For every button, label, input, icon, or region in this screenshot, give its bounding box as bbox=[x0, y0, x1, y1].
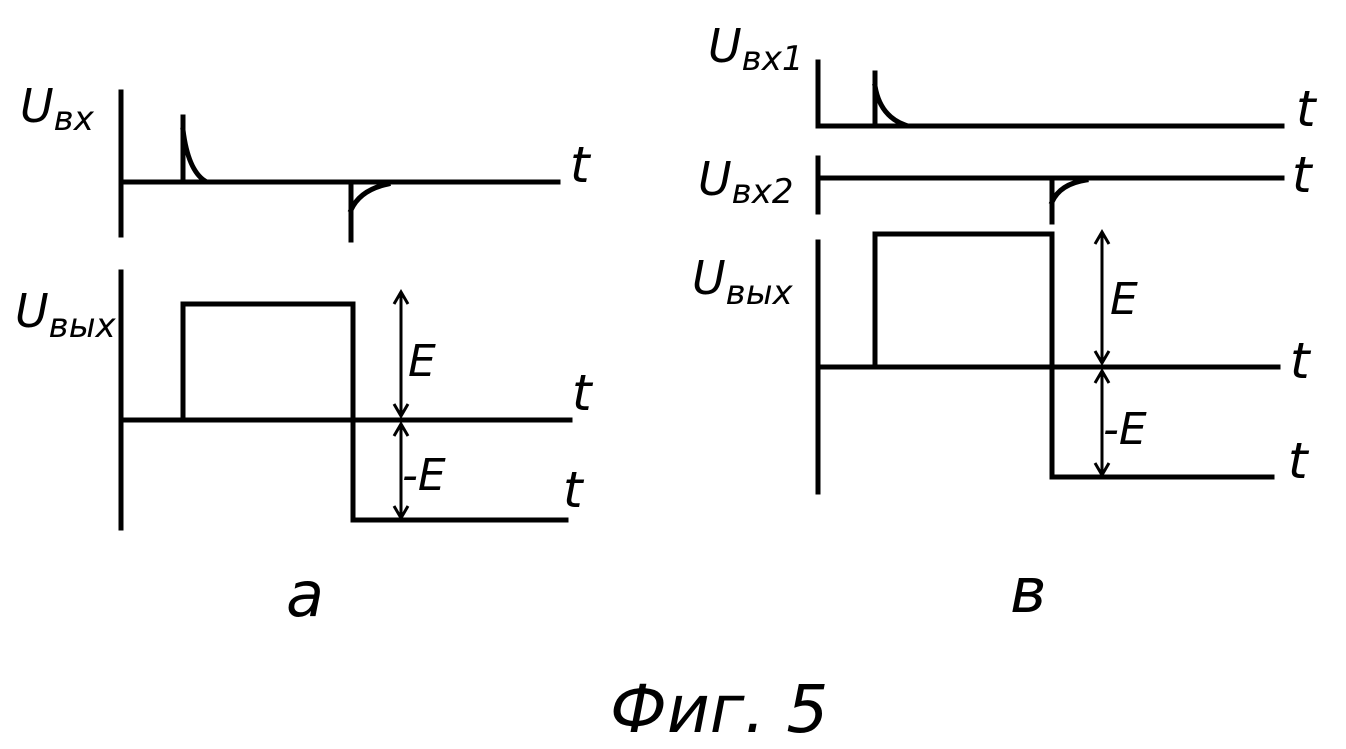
panel-a-input-t-label: t bbox=[570, 136, 592, 194]
panel-b-e-arrows bbox=[1093, 229, 1111, 478]
panel-a-positive-spike bbox=[180, 114, 209, 185]
panel-a-output-pulse bbox=[180, 301, 569, 523]
panel-a: Uвх t Uвых t t E -E а bbox=[15, 79, 594, 631]
panel-b-neg-t-label: t bbox=[1288, 432, 1310, 490]
panel-b-input1-spike bbox=[872, 70, 909, 129]
panel-a-input-label: Uвх bbox=[20, 79, 95, 139]
panel-b-input1-t-label: t bbox=[1296, 80, 1318, 138]
panel-b-input1-label: Uвх1 bbox=[708, 19, 803, 79]
panel-a-output-label: Uвых bbox=[15, 284, 117, 346]
panel-b-output-t-label: t bbox=[1290, 332, 1312, 390]
panel-b-input2-t-label: t bbox=[1292, 146, 1314, 204]
panel-b-e-label: E bbox=[1110, 274, 1138, 325]
panel-a-neg-e-label: -E bbox=[402, 450, 446, 501]
panel-b-output-label: Uвых bbox=[692, 251, 794, 313]
panel-a-neg-t-label: t bbox=[563, 461, 585, 519]
panel-b-input2-label: Uвх2 bbox=[698, 152, 793, 212]
panel-b-neg-e-label: -E bbox=[1103, 404, 1147, 455]
panel-a-e-label: E bbox=[408, 336, 436, 387]
panel-a-output-t-label: t bbox=[572, 364, 594, 422]
panel-a-negative-spike bbox=[347, 179, 391, 243]
figure-caption: Фиг. 5 bbox=[610, 671, 828, 748]
panel-a-e-arrows bbox=[392, 289, 410, 521]
panel-b: Uвх1 t Uвх2 t Uвых t t E -E в bbox=[692, 19, 1318, 627]
panel-b-label: в bbox=[1010, 554, 1047, 627]
panel-b-output-pulse bbox=[872, 231, 1275, 480]
panel-a-label: а bbox=[286, 558, 324, 631]
panel-b-input2-spike bbox=[1048, 175, 1089, 225]
